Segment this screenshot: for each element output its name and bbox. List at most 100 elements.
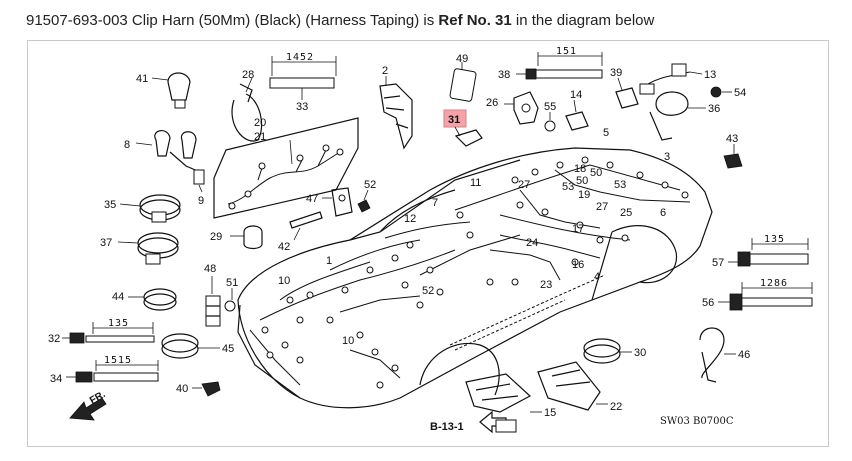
callout-38: 38 [498,69,510,81]
callout-50-right: 50 [590,167,602,179]
part-29-grommet [230,225,263,250]
part-55-grommet [544,112,556,132]
callout-9: 9 [198,195,204,207]
part-9-clip [193,169,205,193]
callout-27-left: 27 [518,179,530,191]
dimension-151: 151 [556,46,577,57]
callout-16: 16 [572,259,584,271]
callout-42: 42 [278,241,290,253]
part-57-tape [728,238,809,267]
callout-54: 54 [734,87,746,99]
front-direction-arrow [69,397,107,421]
callout-3: 3 [664,151,670,163]
caption-ref-number: Ref No. 31 [438,12,512,29]
callout-6: 6 [660,207,666,219]
dimension-135-right: 135 [764,234,785,245]
callout-4: 4 [594,271,600,283]
part-39-connector [615,77,639,109]
part-15-bracket [465,373,542,413]
callout-30: 30 [634,347,646,359]
part-40-clip [192,381,221,397]
callout-10-left: 10 [278,275,290,287]
callout-26: 26 [486,97,498,109]
callout-21: 21 [254,131,266,143]
part-36-band [649,91,706,141]
wire-harness [249,164,691,386]
part-44-band [128,288,177,311]
callout-53-left: 53 [562,181,574,193]
part-48-connector [205,276,221,327]
callout-20: 20 [254,117,266,129]
callout-34: 34 [50,373,62,385]
part-28-band-clip [231,77,263,142]
callout-14: 14 [570,89,582,101]
part-26-bracket [504,91,539,125]
callout-17: 17 [572,223,584,235]
harness-connectors [261,156,689,389]
callout-24: 24 [526,237,538,249]
dimension-135-left: 135 [108,318,129,329]
callout-1: 1 [326,255,332,267]
callout-52-lower: 52 [422,285,434,297]
part-13-harness [639,63,703,95]
callout-51: 51 [226,277,238,289]
callout-44: 44 [112,291,124,303]
callout-13: 13 [704,69,716,81]
callout-23: 23 [540,279,552,291]
callout-48: 48 [204,263,216,275]
part-46-band [699,327,736,383]
caption-part-text: 91507-693-003 Clip Harn (50Mm) (Black) (… [26,12,439,29]
part-37-band [117,232,179,265]
callout-19: 19 [578,189,590,201]
callout-49: 49 [456,53,468,65]
part-51-grommet [224,288,236,312]
part-41-clip [151,72,191,109]
part-49-pad [449,62,477,102]
callout-11: 11 [470,177,481,189]
callout-40: 40 [176,383,188,395]
callout-57: 57 [712,257,724,269]
callout-33: 33 [296,101,308,113]
callout-53-right: 53 [614,179,626,191]
part-56-stud [718,282,813,311]
part-14-holder [565,99,589,131]
part-47-bracket [322,187,353,217]
callout-52-upper: 52 [364,179,376,191]
part-2-bracket [379,76,413,150]
part-38-tape [516,52,603,80]
callout-35: 35 [104,199,116,211]
part-33-tape [269,56,337,100]
part-30-band [583,338,632,364]
callout-41: 41 [136,73,148,85]
callout-55: 55 [544,101,556,113]
callout-32: 32 [48,333,60,345]
callout-12: 12 [404,213,416,225]
callout-47: 47 [306,193,318,205]
dimension-1452: 1452 [286,52,314,63]
callout-56: 56 [702,297,714,309]
part-31-clip-harn-highlight [443,109,483,147]
callout-10-lower: 10 [342,335,354,347]
dimension-1286: 1286 [760,278,788,289]
callout-45: 45 [222,343,234,355]
part-34-tape [66,360,159,383]
callout-18: 18 [574,163,586,175]
callout-29: 29 [210,231,222,243]
part-35-band [119,194,181,223]
callout-2: 2 [382,65,388,77]
section-ref-arrow [479,410,517,434]
part-8-clip [135,130,201,173]
part-20-21-harness [213,117,359,219]
part-45-band [161,333,220,359]
part-43-clip [723,144,743,169]
callout-37: 37 [100,237,112,249]
section-reference: B-13-1 [430,421,464,433]
car-body-outline [237,147,713,409]
callout-43: 43 [726,133,738,145]
part-22-bracket [537,361,608,411]
callout-22: 22 [610,401,622,413]
page-caption: 91507-693-003 Clip Harn (50Mm) (Black) (… [26,12,654,29]
part-32-tape [62,322,155,344]
callout-46: 46 [738,349,750,361]
